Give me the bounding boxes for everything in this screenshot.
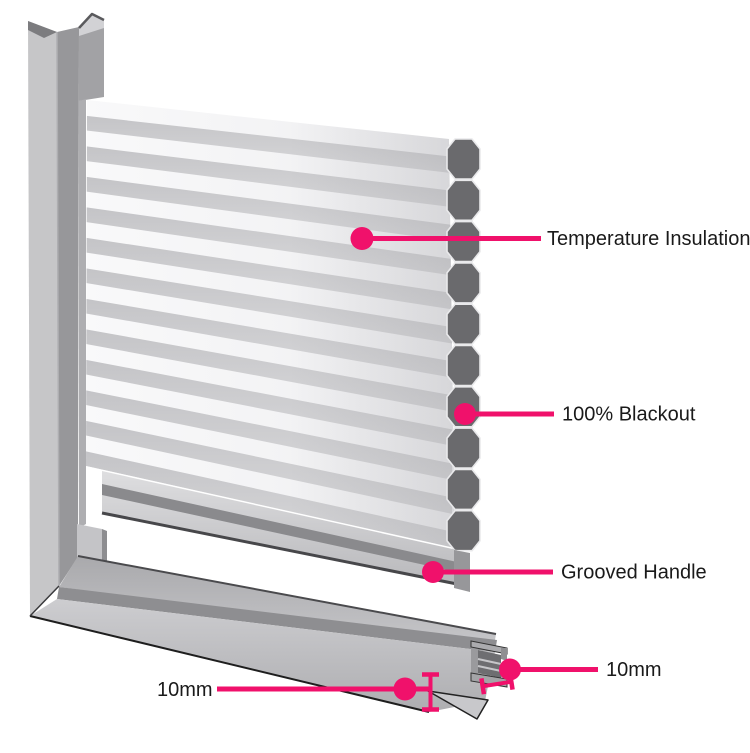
honeycomb-cell bbox=[446, 427, 481, 469]
channel-inner-ledge-1 bbox=[477, 658, 502, 665]
dimension-segment bbox=[479, 678, 487, 695]
fabric-right-shading bbox=[86, 100, 455, 548]
callout-bottom-thickness: 10mm bbox=[157, 677, 430, 701]
sill-back-edge bbox=[77, 555, 497, 635]
dimension-segment bbox=[480, 679, 514, 689]
frame-left-rail-inner-edge bbox=[56, 31, 60, 587]
honeycomb-cell bbox=[446, 344, 481, 387]
annotations: Temperature Insulation 100% BlackoutGroov… bbox=[157, 227, 750, 712]
channel-cavity bbox=[478, 650, 501, 678]
honeycomb-cell bbox=[446, 303, 481, 346]
callout-dot bbox=[499, 658, 521, 681]
bottom-rail-groove bbox=[102, 484, 457, 572]
window-frame-left bbox=[28, 12, 105, 616]
callout-grooved-handle: Grooved Handle bbox=[422, 561, 707, 584]
callout-dot bbox=[350, 227, 374, 250]
dimension-marker-width-10mm bbox=[479, 673, 515, 695]
sill-top-surface bbox=[59, 556, 496, 646]
sill-channel-profile bbox=[470, 640, 508, 688]
callout-label: Temperature Insulation bbox=[547, 228, 750, 250]
callout-label: 100% Blackout bbox=[562, 404, 696, 426]
honeycomb-cell bbox=[446, 220, 481, 263]
cellular-shade bbox=[86, 100, 481, 552]
callout-label: Grooved Handle bbox=[561, 562, 707, 584]
callout-dot bbox=[393, 677, 417, 701]
channel-inner-ledge-2 bbox=[477, 665, 502, 672]
callout-dot bbox=[422, 561, 444, 583]
callout-rail-width: 10mm bbox=[499, 658, 662, 681]
honeycomb-cell bbox=[446, 262, 481, 304]
callout-dot bbox=[454, 403, 476, 425]
frame-left-rail-front-face bbox=[28, 21, 59, 616]
headrail-cap-front bbox=[79, 28, 104, 101]
frame-left-rail-side-face bbox=[57, 27, 79, 586]
sill-bottom-outline bbox=[29, 615, 430, 713]
honeycomb-cell bbox=[446, 509, 481, 552]
honeycomb-cell bbox=[446, 138, 481, 180]
sill-step-face bbox=[57, 587, 497, 652]
honeycomb-cells bbox=[446, 138, 481, 552]
honeycomb-cell bbox=[446, 179, 481, 222]
callout-temperature-insulation: Temperature Insulation bbox=[350, 227, 750, 250]
channel-top-lip bbox=[501, 648, 507, 661]
sill-corner-miter bbox=[29, 585, 60, 617]
callout-blackout: 100% Blackout bbox=[454, 403, 696, 426]
side-track-strip bbox=[79, 99, 86, 528]
dimension-marker-height-10mm bbox=[422, 672, 439, 712]
frame-left-rail-top-cut bbox=[28, 21, 57, 38]
honeycomb-cell bbox=[446, 468, 481, 511]
sill-front-fascia bbox=[30, 599, 495, 712]
window-sill bbox=[29, 555, 508, 720]
channel-web bbox=[471, 647, 478, 681]
sill-end-wedge bbox=[427, 690, 489, 720]
callout-label: 10mm bbox=[157, 679, 213, 701]
bottom-rail-shadow-edge bbox=[101, 511, 458, 586]
callout-label: 10mm bbox=[606, 659, 662, 681]
dimension-segment bbox=[507, 673, 515, 690]
headrail-cap-edge bbox=[78, 12, 105, 29]
